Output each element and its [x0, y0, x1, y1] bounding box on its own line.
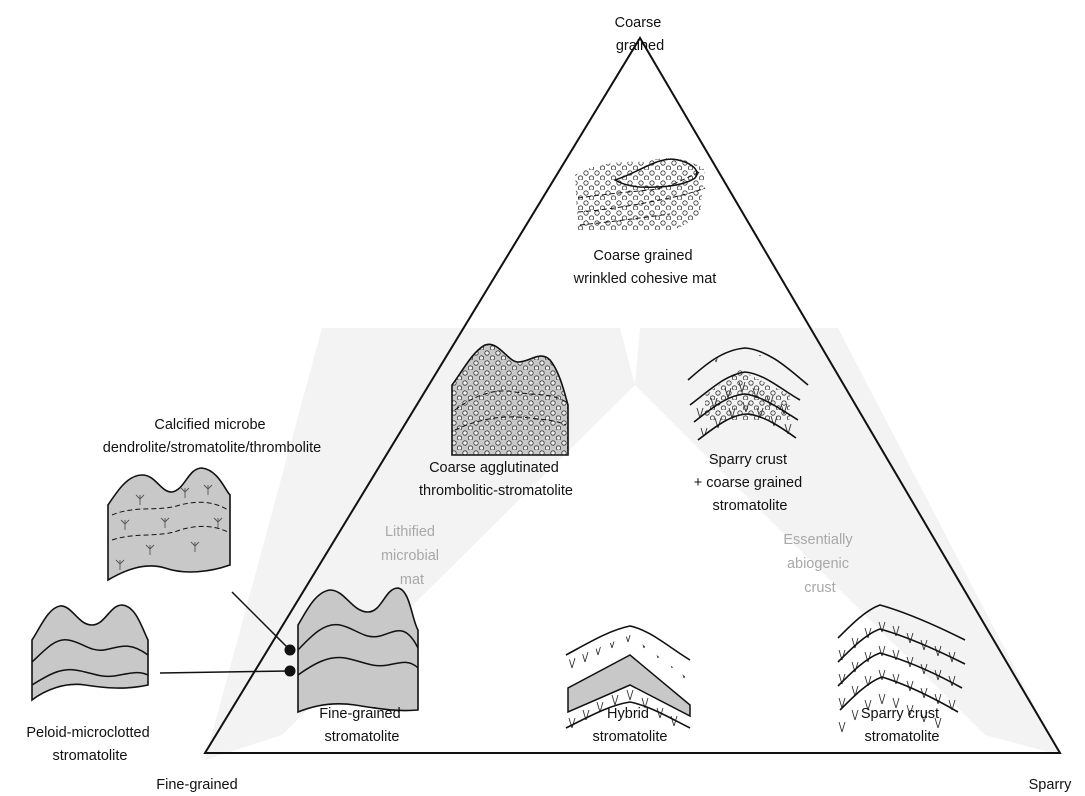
zone-left-line-3: mat	[400, 572, 424, 588]
calcified-line-1: Calcified microbe	[154, 417, 265, 433]
sparry-coarse-line-3: stromatolite	[713, 498, 788, 514]
sparry-crust-line-1: Sparry crust	[861, 706, 939, 722]
fine-grained-line-1: Fine-grained	[319, 706, 400, 722]
hybrid-line-1: Hybrid	[607, 706, 649, 722]
zone-right-line-1: Essentially	[783, 532, 853, 548]
agglutinated-line-2: thrombolitic-stromatolite	[419, 483, 573, 499]
peloid-line-2: stromatolite	[53, 748, 128, 764]
zone-left-line-1: Lithified	[385, 524, 435, 540]
coarse-mat-line-1: Coarse grained	[593, 248, 692, 264]
agglutinated-line-1: Coarse agglutinated	[429, 460, 559, 476]
peloid-illustration	[32, 605, 148, 700]
calcified-microbe-illustration	[108, 468, 230, 580]
sparry-crust-label: Sparry crust stromatolite	[861, 706, 943, 745]
sparry-coarse-line-1: Sparry crust	[709, 452, 787, 468]
calcified-line-2: dendrolite/stromatolite/thrombolite	[103, 440, 321, 456]
sparry-coarse-line-2: + coarse grained	[694, 475, 802, 491]
coarse-mat-line-2: wrinkled cohesive mat	[573, 271, 717, 287]
peloid-connector-dot	[285, 666, 296, 677]
vertex-bottom-left-label: Fine-grained	[156, 777, 237, 793]
vertex-bottom-right-label: Sparry	[1029, 777, 1072, 793]
zone-right-line-2: abiogenic	[787, 556, 849, 572]
peloid-line-1: Peloid-microclotted	[26, 725, 149, 741]
calcified-label: Calcified microbe dendrolite/stromatolit…	[103, 417, 321, 456]
vertex-top-line-2: grained	[616, 38, 664, 54]
vertex-top-label: Coarse grained	[615, 15, 666, 54]
peloid-label: Peloid-microclotted stromatolite	[26, 725, 153, 764]
hybrid-line-2: stromatolite	[593, 729, 668, 745]
coarse-mat-illustration	[575, 158, 705, 230]
calcified-connector-dot	[285, 645, 296, 656]
zone-left-line-2: microbial	[381, 548, 439, 564]
sparry-crust-line-2: stromatolite	[865, 729, 940, 745]
vertex-top-line-1: Coarse	[615, 15, 662, 31]
fine-grained-label: Fine-grained stromatolite	[319, 706, 404, 745]
agglutinated-illustration	[452, 344, 568, 455]
zone-right-line-3: crust	[804, 580, 835, 596]
fine-grained-line-2: stromatolite	[325, 729, 400, 745]
coarse-mat-label: Coarse grained wrinkled cohesive mat	[573, 248, 717, 287]
